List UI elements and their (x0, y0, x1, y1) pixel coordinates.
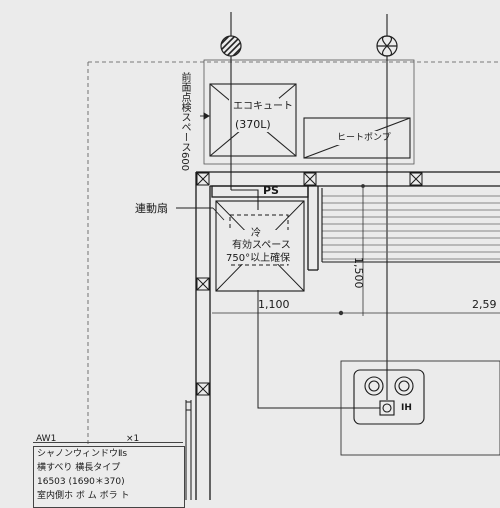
window-spec-note: AW1 ×1 シャノンウィンドウⅡs 横すべり 横長タイプ 16503 (169… (33, 435, 185, 508)
spec-id: AW1 (36, 434, 57, 444)
fan-leader (176, 207, 225, 221)
effective-space-label: 有効スペース (232, 240, 291, 251)
interlock-fan-label: 連動扇 (135, 202, 168, 215)
spec-qty: ×1 (126, 434, 140, 444)
dashed-boundary (87, 61, 500, 500)
spec-line-3: 16503 (1690＊370) (37, 477, 125, 487)
dim-259-label: 2,59 (472, 298, 497, 311)
vent-symbol-fan (376, 35, 398, 57)
ps-label: PS (263, 184, 279, 197)
ih-label: IH (401, 403, 412, 413)
dim-1500-label: 1,500 (352, 257, 365, 289)
ps-partition (211, 185, 319, 271)
cooktop (353, 369, 425, 425)
dimension-lines (212, 184, 500, 316)
spec-line-1: シャノンウィンドウⅡs (37, 449, 128, 459)
heat-pump-label-bg (334, 131, 384, 145)
eco-cute-label: エコキュート (233, 101, 293, 112)
dim-1100-label: 1,100 (258, 298, 290, 311)
stair-hatching (322, 195, 500, 260)
kitchen-counter (340, 360, 500, 456)
vent-symbol-hatched (220, 35, 242, 57)
fridge-label-bg (223, 230, 297, 264)
front-inspection-label: 前面点検スペース600 (179, 72, 190, 172)
fridge-label: 冷 (251, 228, 261, 239)
spec-note-header-rule (33, 442, 183, 443)
eco-cute-capacity: (370L) (235, 118, 271, 131)
spec-line-2: 横すべり 横長タイプ (37, 463, 121, 473)
window-aw1 (185, 400, 192, 500)
eco-cute-label-bg (229, 98, 279, 132)
walls (195, 171, 500, 500)
duct-lines (230, 12, 388, 400)
equipment-zone (203, 59, 415, 165)
stair-frame (321, 188, 500, 263)
inspection-arrow (200, 112, 210, 120)
spec-line-4: 室内側ホ ボ ム ボラ ト (37, 491, 130, 501)
wiring-line (257, 290, 380, 409)
column-marks (196, 172, 423, 396)
min-clearance-label: 750°以上確保 (226, 253, 291, 264)
heat-pump-label: ヒートポンプ (337, 133, 391, 143)
